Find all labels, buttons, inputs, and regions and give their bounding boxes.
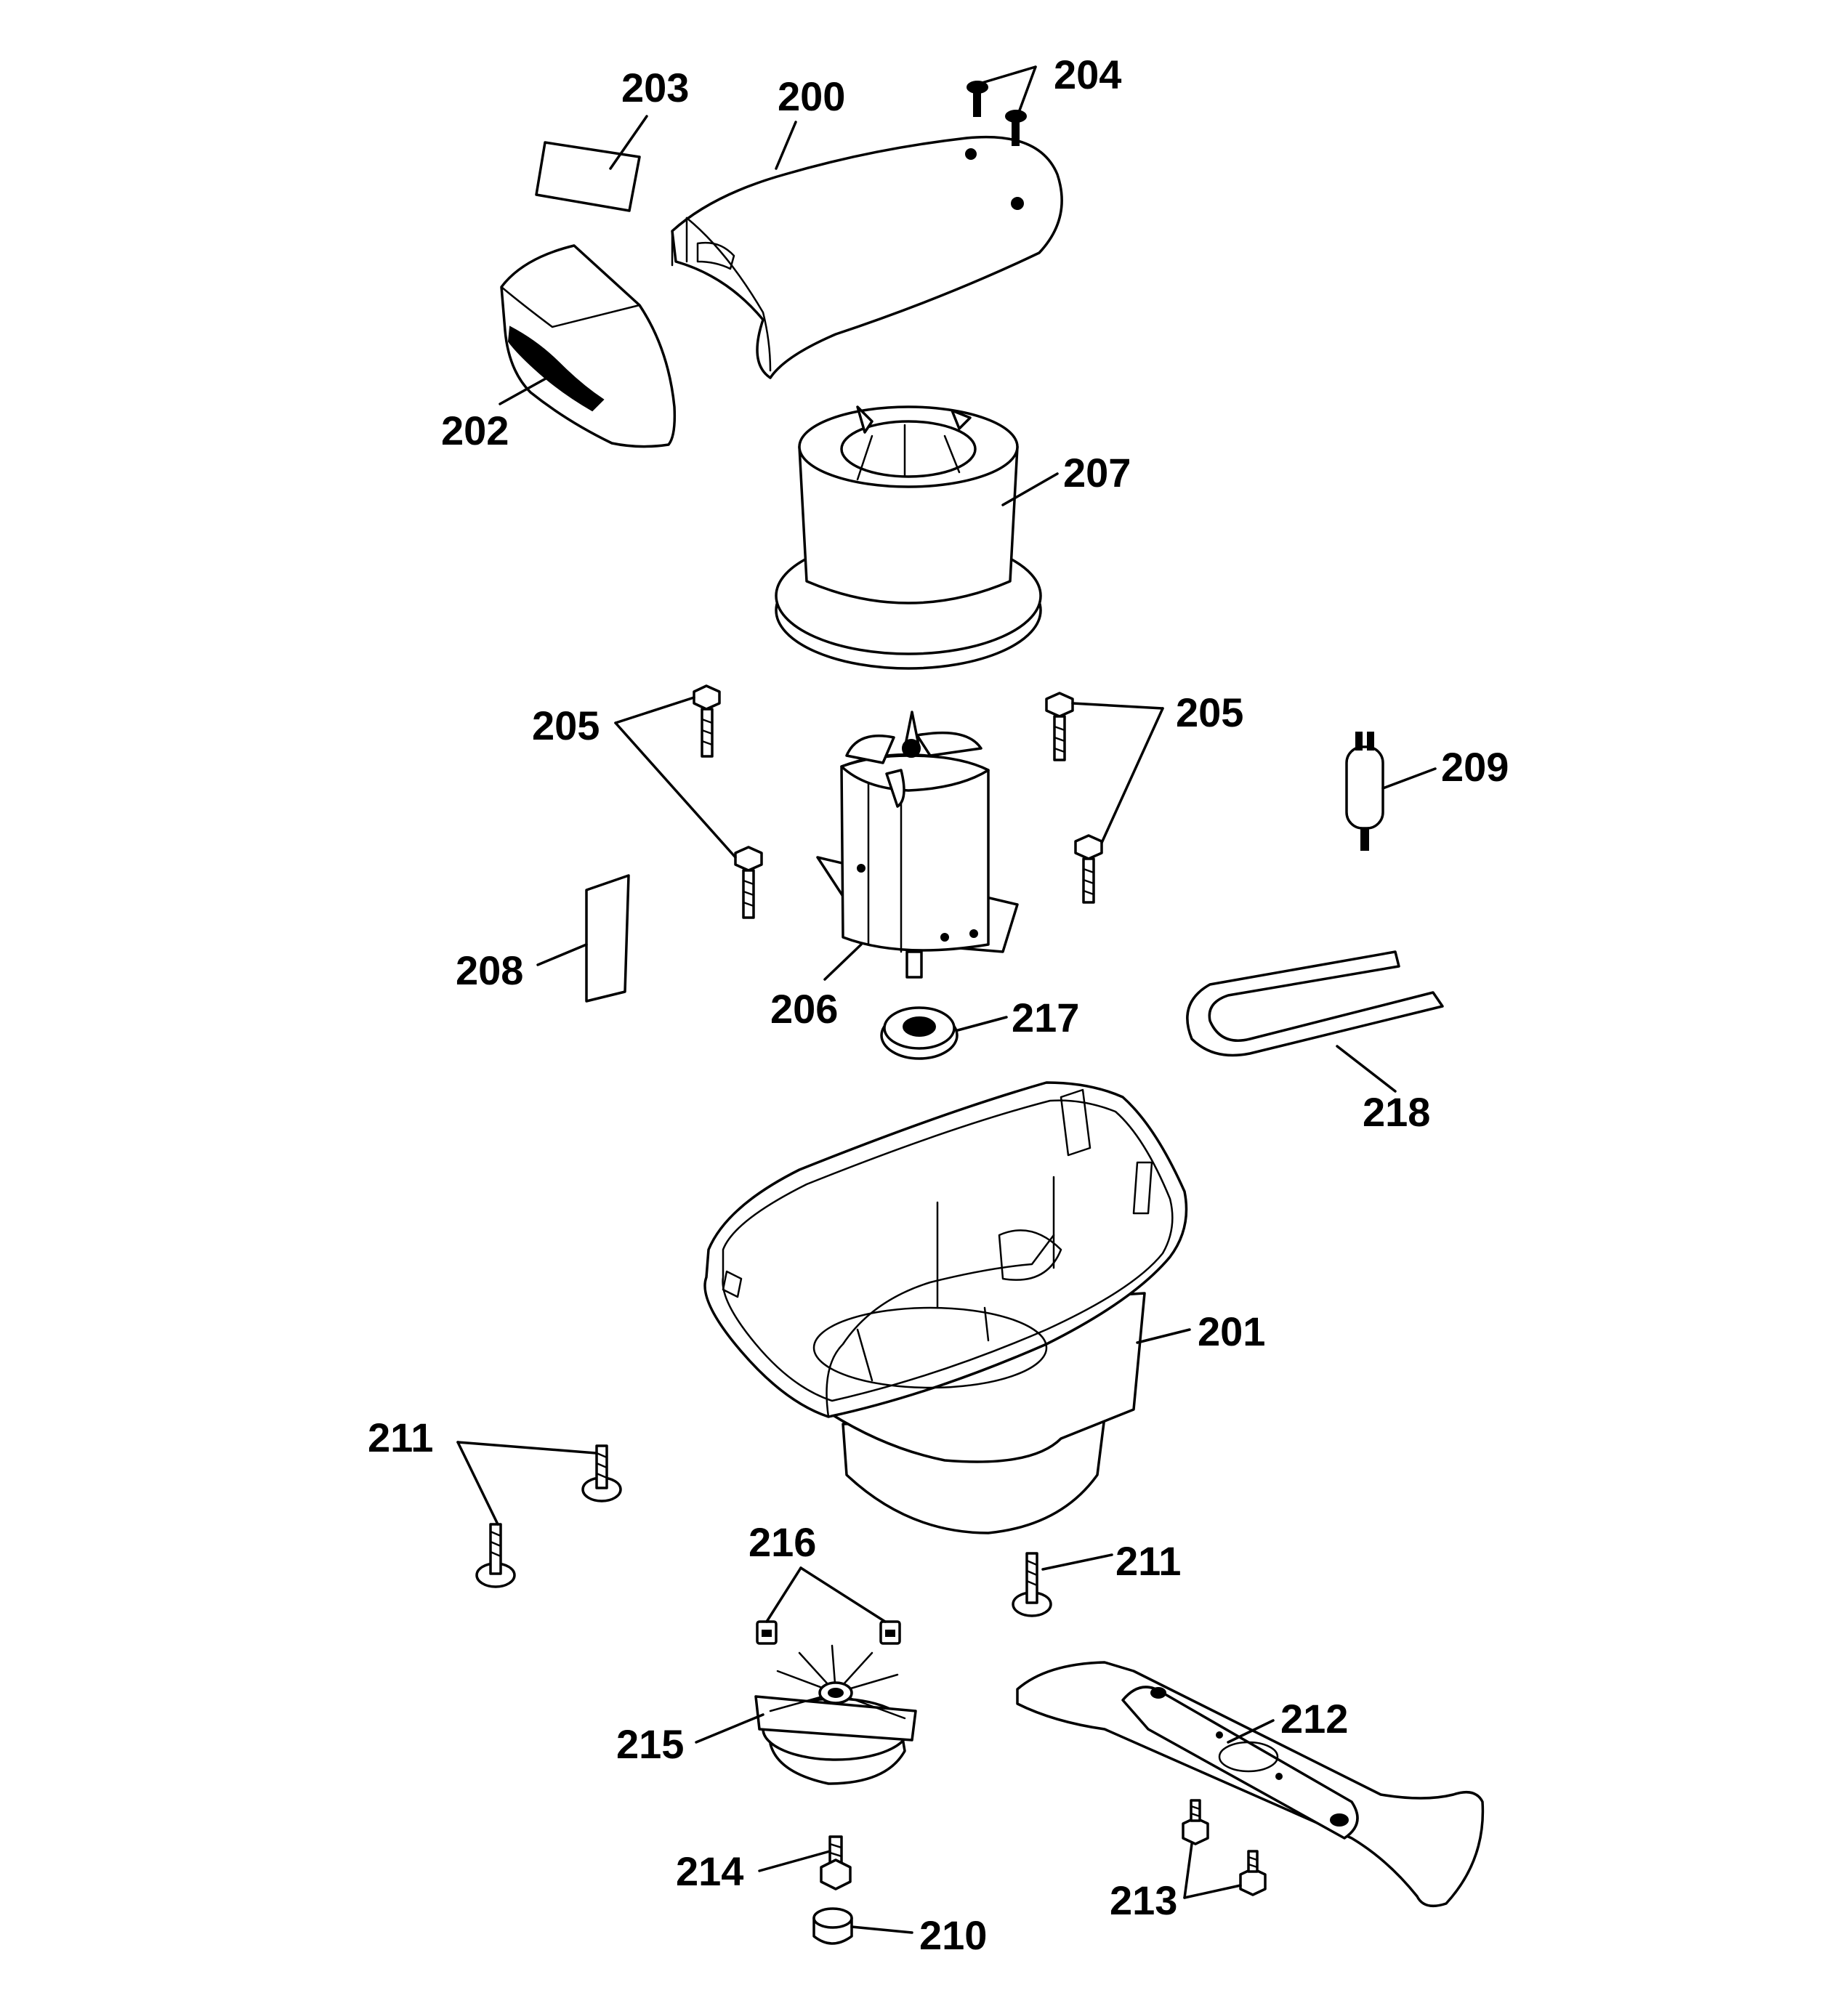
label-204: 204 — [1054, 52, 1121, 97]
label-203: 203 — [621, 65, 689, 110]
part-218-clip — [1186, 950, 1444, 1057]
label-215: 215 — [616, 1721, 684, 1767]
part-214-bolt — [820, 1835, 852, 1890]
part-200-cover — [671, 135, 1063, 379]
part-labels: 203 200 204 202 207 205 205 209 208 206 … — [368, 52, 1509, 1958]
label-210: 210 — [919, 1912, 987, 1958]
part-217-bearing — [880, 1006, 959, 1060]
part-209-capacitor — [1345, 732, 1384, 851]
label-209: 209 — [1441, 744, 1509, 790]
label-212: 212 — [1280, 1696, 1348, 1742]
label-214: 214 — [676, 1848, 743, 1894]
part-207-motor-housing — [775, 405, 1042, 670]
label-216: 216 — [749, 1519, 816, 1565]
label-202: 202 — [441, 408, 509, 453]
label-205-right: 205 — [1176, 689, 1243, 735]
part-211-screws-left — [475, 1444, 622, 1588]
part-205-bolts-left — [693, 684, 763, 919]
label-201: 201 — [1198, 1309, 1265, 1354]
part-204-screws — [967, 81, 1027, 146]
leader-lines — [456, 65, 1437, 1934]
label-207: 207 — [1063, 450, 1131, 496]
part-205-bolts-right — [1045, 692, 1103, 904]
label-208: 208 — [456, 947, 523, 993]
label-211-left: 211 — [368, 1415, 433, 1460]
label-206: 206 — [770, 986, 838, 1032]
part-213-screws — [1182, 1799, 1267, 1896]
part-212-blade — [1016, 1661, 1485, 1908]
label-200: 200 — [778, 73, 845, 119]
part-202-front-cap — [500, 244, 677, 448]
label-217: 217 — [1012, 995, 1079, 1040]
part-216-clips — [756, 1620, 901, 1645]
label-213: 213 — [1110, 1877, 1177, 1923]
part-203-decal — [535, 141, 641, 212]
part-201-housing — [703, 1081, 1188, 1534]
part-215-fan — [754, 1644, 917, 1785]
part-210-cap — [812, 1907, 853, 1945]
label-205-left: 205 — [532, 703, 600, 748]
part-208-strip — [585, 874, 630, 1003]
label-211-right: 211 — [1115, 1538, 1181, 1584]
part-211-screw-right — [1012, 1552, 1052, 1617]
label-218: 218 — [1363, 1089, 1430, 1135]
part-206-motor — [816, 711, 1019, 979]
